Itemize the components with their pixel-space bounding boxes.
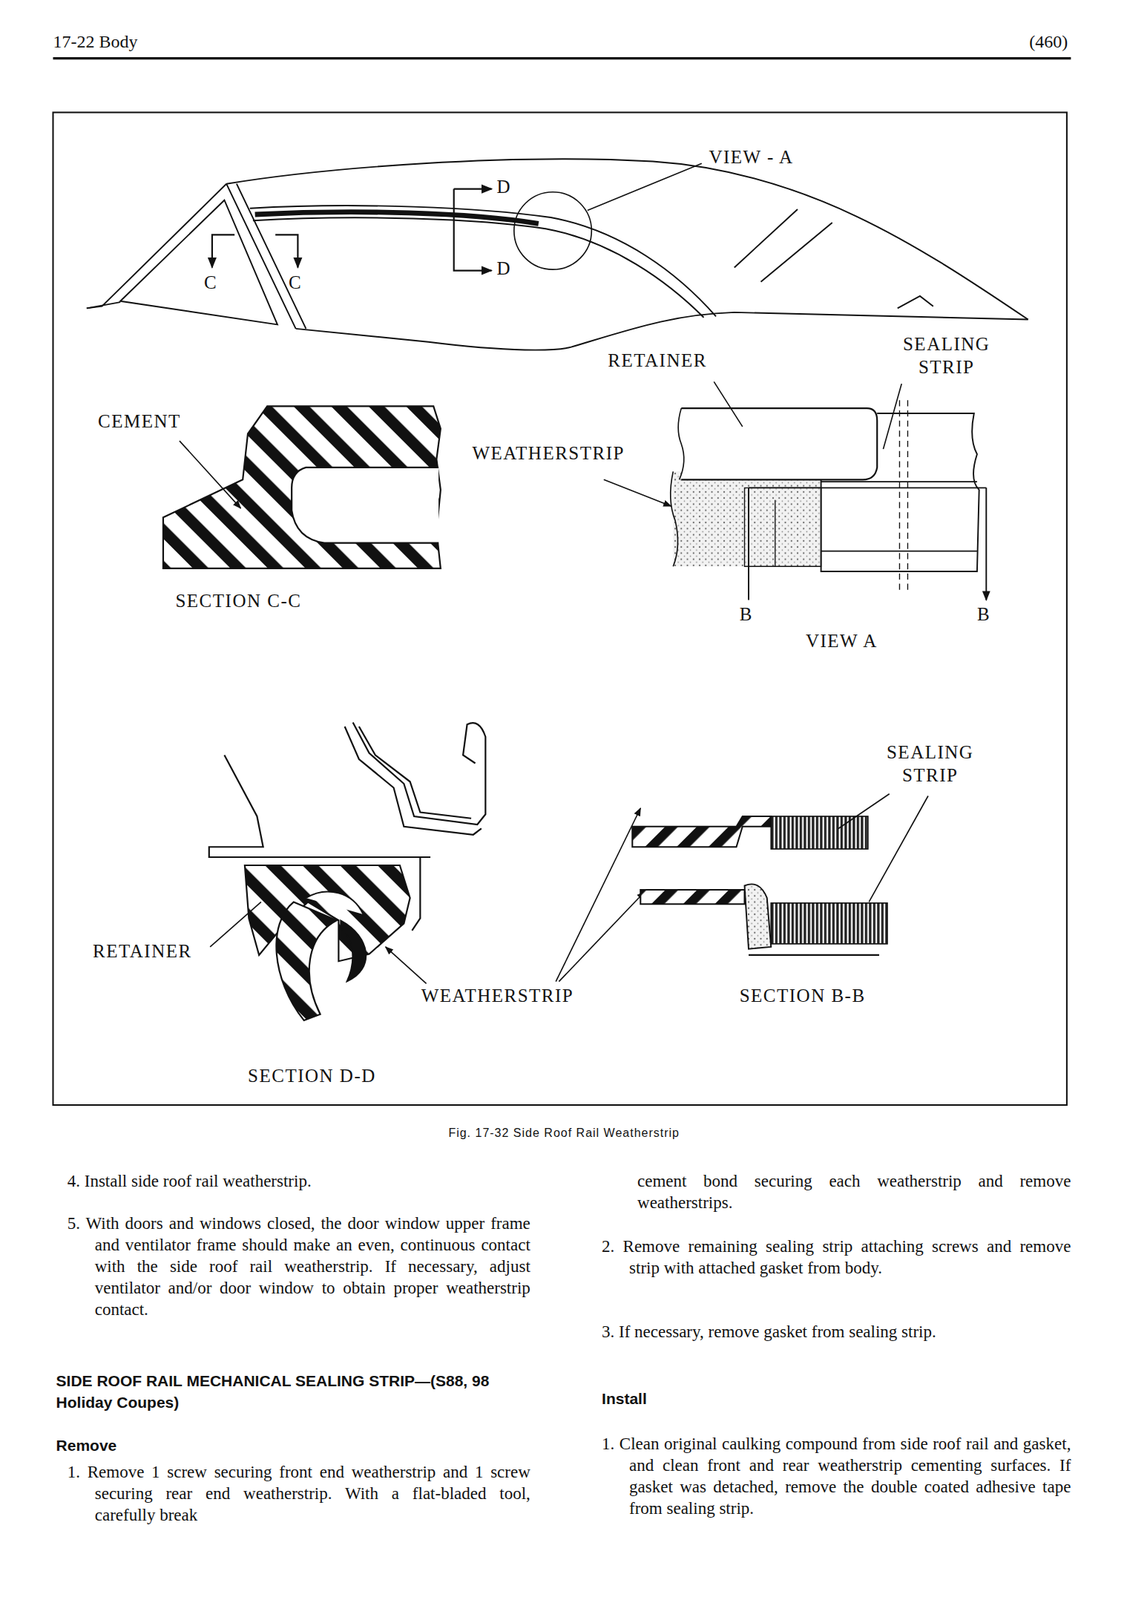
roof-rail-weatherstrip [255, 212, 539, 225]
leader-line [555, 807, 641, 982]
section-arrow [454, 189, 492, 271]
deck-line [897, 296, 934, 308]
retainer-view [681, 408, 877, 480]
section-letter: C [204, 273, 227, 293]
section-title: SECTION D-D [247, 1066, 427, 1086]
sealing-strip-brush [770, 902, 888, 944]
retainer-section [244, 865, 411, 961]
windshield-pillar [226, 184, 306, 329]
section-title: SECTION C-C [175, 591, 354, 611]
leader-line [713, 381, 742, 426]
weatherstrip-end [744, 487, 822, 567]
section-arrow [454, 187, 492, 190]
leader-line [179, 440, 241, 509]
leader-line [558, 891, 644, 982]
subheading: Install [601, 1387, 806, 1409]
subheading: Remove [56, 1434, 261, 1456]
view-label: VIEW - A [708, 147, 842, 167]
view-circle [514, 192, 592, 270]
section-letter: B [739, 604, 762, 624]
step-text: 4. Install side roof rail weatherstrip. [67, 1170, 531, 1192]
sealing-strip-brush [770, 816, 869, 849]
leader-line [587, 163, 702, 210]
section-heading: SIDE ROOF RAIL MECHANICAL SEALING STRIP—… [56, 1369, 536, 1413]
section-letter: D [496, 258, 522, 279]
weatherstrip-section [632, 816, 771, 847]
weatherstrip-view [672, 471, 821, 567]
step-text: cement bond securing each weatherstrip a… [601, 1170, 1071, 1214]
car-outline [86, 158, 1029, 350]
sealing-strip-base [748, 954, 880, 956]
section-line [748, 486, 987, 489]
step-text: 1. Remove 1 screw securing front end wea… [67, 1460, 531, 1526]
quarter-pillar [734, 209, 833, 282]
leader-line [209, 901, 262, 946]
part-label: WEATHERSTRIP [471, 443, 666, 463]
section-arrow [748, 487, 987, 600]
vent-window [120, 200, 278, 325]
section-arrow [212, 189, 492, 271]
weatherstrip-section [640, 889, 745, 904]
door-opening [253, 217, 705, 317]
leader-line [603, 479, 672, 506]
page-number: (460) [948, 31, 1068, 52]
leader-line [385, 946, 427, 984]
page-header: 17-22 Body [52, 31, 277, 52]
flange [411, 856, 420, 931]
rail-panel [359, 726, 472, 819]
section-letter: B [977, 604, 1000, 624]
figure-caption: Fig. 17-32 Side Roof Rail Weatherstrip [448, 1126, 680, 1140]
section-title: SECTION B-B [739, 986, 919, 1006]
break-line [670, 408, 685, 567]
rail-panel [353, 722, 486, 825]
leader-line [882, 383, 902, 449]
part-label: SEALING STRIP [885, 332, 1008, 380]
header-rule [52, 57, 1071, 60]
sealing-strip-gasket [744, 883, 772, 949]
leader-line [838, 793, 890, 829]
part-label: WEATHERSTRIP [421, 986, 616, 1006]
section-arrow [212, 234, 235, 268]
fender-line [86, 301, 121, 308]
section-arrow [275, 234, 298, 268]
step-text: 3. If necessary, remove gasket from seal… [601, 1320, 1071, 1343]
weatherstrip-lip [340, 920, 366, 981]
roof-panel [209, 755, 431, 857]
weatherstrip-bulb [276, 901, 337, 1020]
section-letter: C [288, 273, 311, 293]
step-text: 1. Clean original caulking compound from… [601, 1432, 1071, 1519]
leader-line [868, 796, 929, 903]
step-text: 2. Remove remaining sealing strip attach… [601, 1235, 1071, 1279]
part-label: RETAINER [92, 941, 226, 961]
hood-line [86, 184, 227, 309]
rail-panel [345, 726, 482, 835]
part-label: RETAINER [607, 350, 741, 371]
step-text: 5. With doors and windows closed, the do… [67, 1212, 531, 1320]
roof-line [226, 158, 1028, 320]
weatherstrip-section [163, 405, 441, 569]
hidden-line [899, 399, 908, 592]
part-label: CEMENT [97, 411, 216, 432]
weatherstrip-tube [305, 891, 363, 915]
view-label: VIEW A [805, 631, 908, 651]
section-letter: D [496, 177, 522, 197]
figure-frame [52, 112, 1067, 1105]
part-label: SEALING STRIP [868, 740, 992, 788]
weatherstrip-channel [291, 467, 439, 544]
